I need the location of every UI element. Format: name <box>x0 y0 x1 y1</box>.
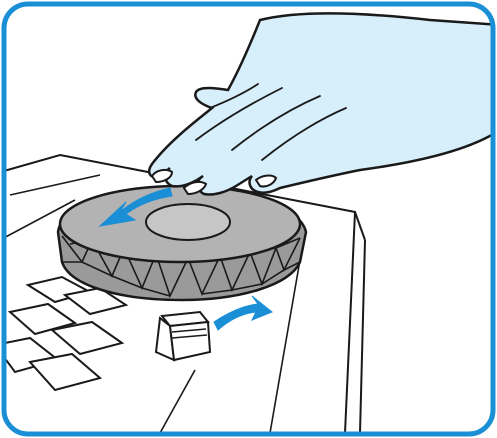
jog-wheel-icon[interactable] <box>58 186 306 300</box>
jog-wheel-center <box>146 204 230 240</box>
hand-icon <box>149 13 497 194</box>
controller-front-edge <box>355 212 365 240</box>
hand-shape <box>149 13 497 194</box>
fader-knob-icon[interactable] <box>156 312 210 360</box>
controller-side-edge <box>360 240 365 433</box>
